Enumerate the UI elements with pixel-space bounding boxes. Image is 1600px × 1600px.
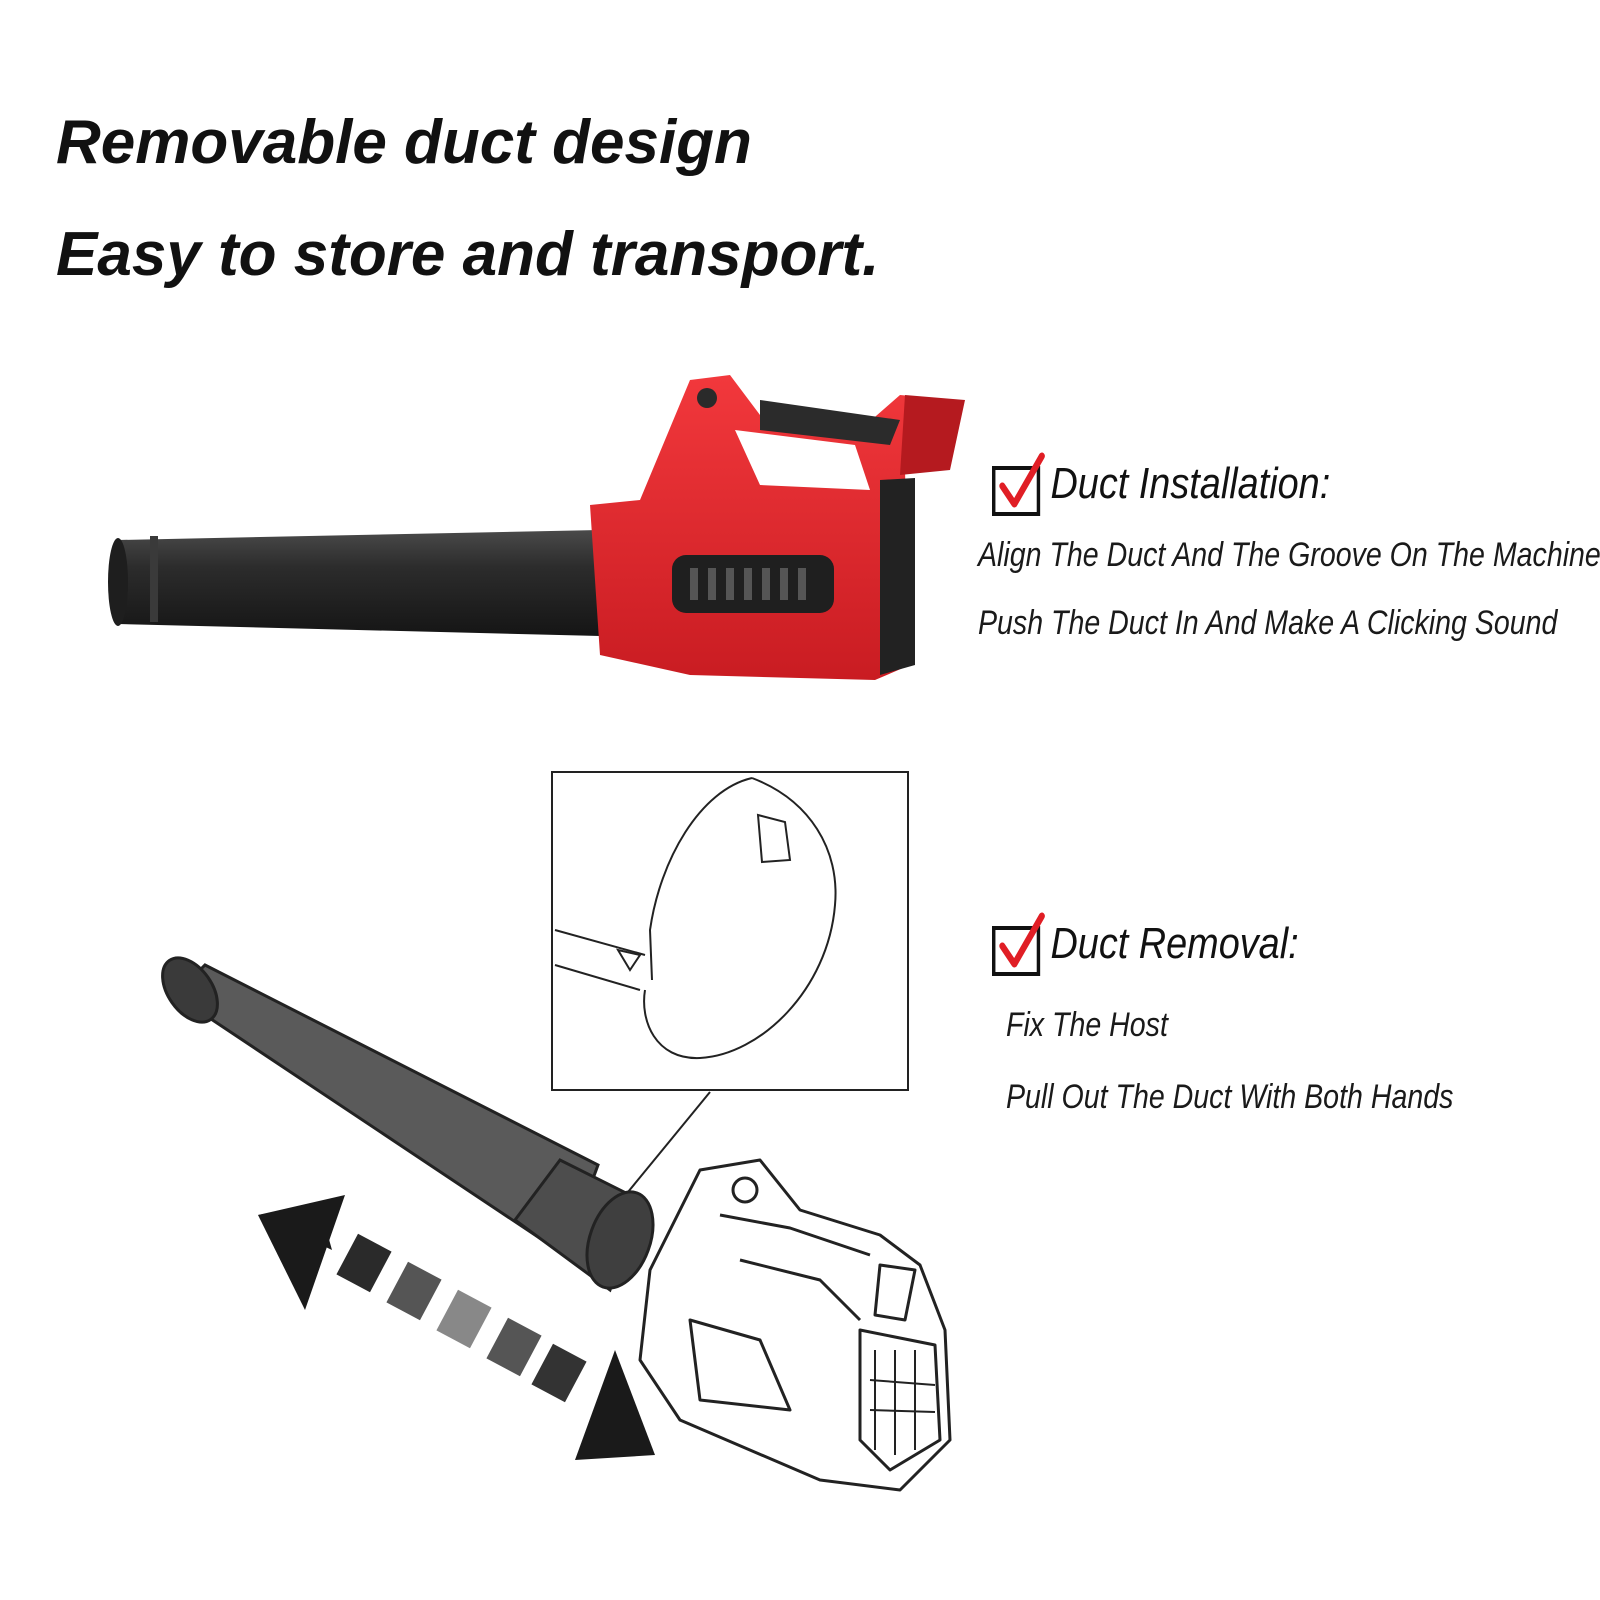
removed-duct xyxy=(161,956,655,1293)
duct-installation-label: Duct Installation: xyxy=(1050,459,1331,508)
headline-line-2: Easy to store and transport. xyxy=(56,220,880,289)
installation-step-2: Push The Duct In And Make A Clicking Sou… xyxy=(978,604,1558,642)
removal-step-2: Pull Out The Duct With Both Hands xyxy=(1006,1078,1454,1116)
pull-direction-arrow xyxy=(258,1195,655,1460)
checkmark-icon xyxy=(992,452,1045,516)
duct-removal-title: Duct Removal: xyxy=(992,912,1299,976)
duct-installation-title: Duct Installation: xyxy=(992,452,1330,516)
checkmark-icon xyxy=(992,912,1045,976)
blower-duct xyxy=(118,530,600,636)
headline-line-1: Removable duct design xyxy=(56,108,752,177)
blower-host xyxy=(638,1158,952,1492)
removal-step-1: Fix The Host xyxy=(1006,1006,1168,1044)
installation-step-1: Align The Duct And The Groove On The Mac… xyxy=(978,536,1600,574)
detail-inset xyxy=(551,771,909,1091)
duct-removal-label: Duct Removal: xyxy=(1050,919,1299,968)
